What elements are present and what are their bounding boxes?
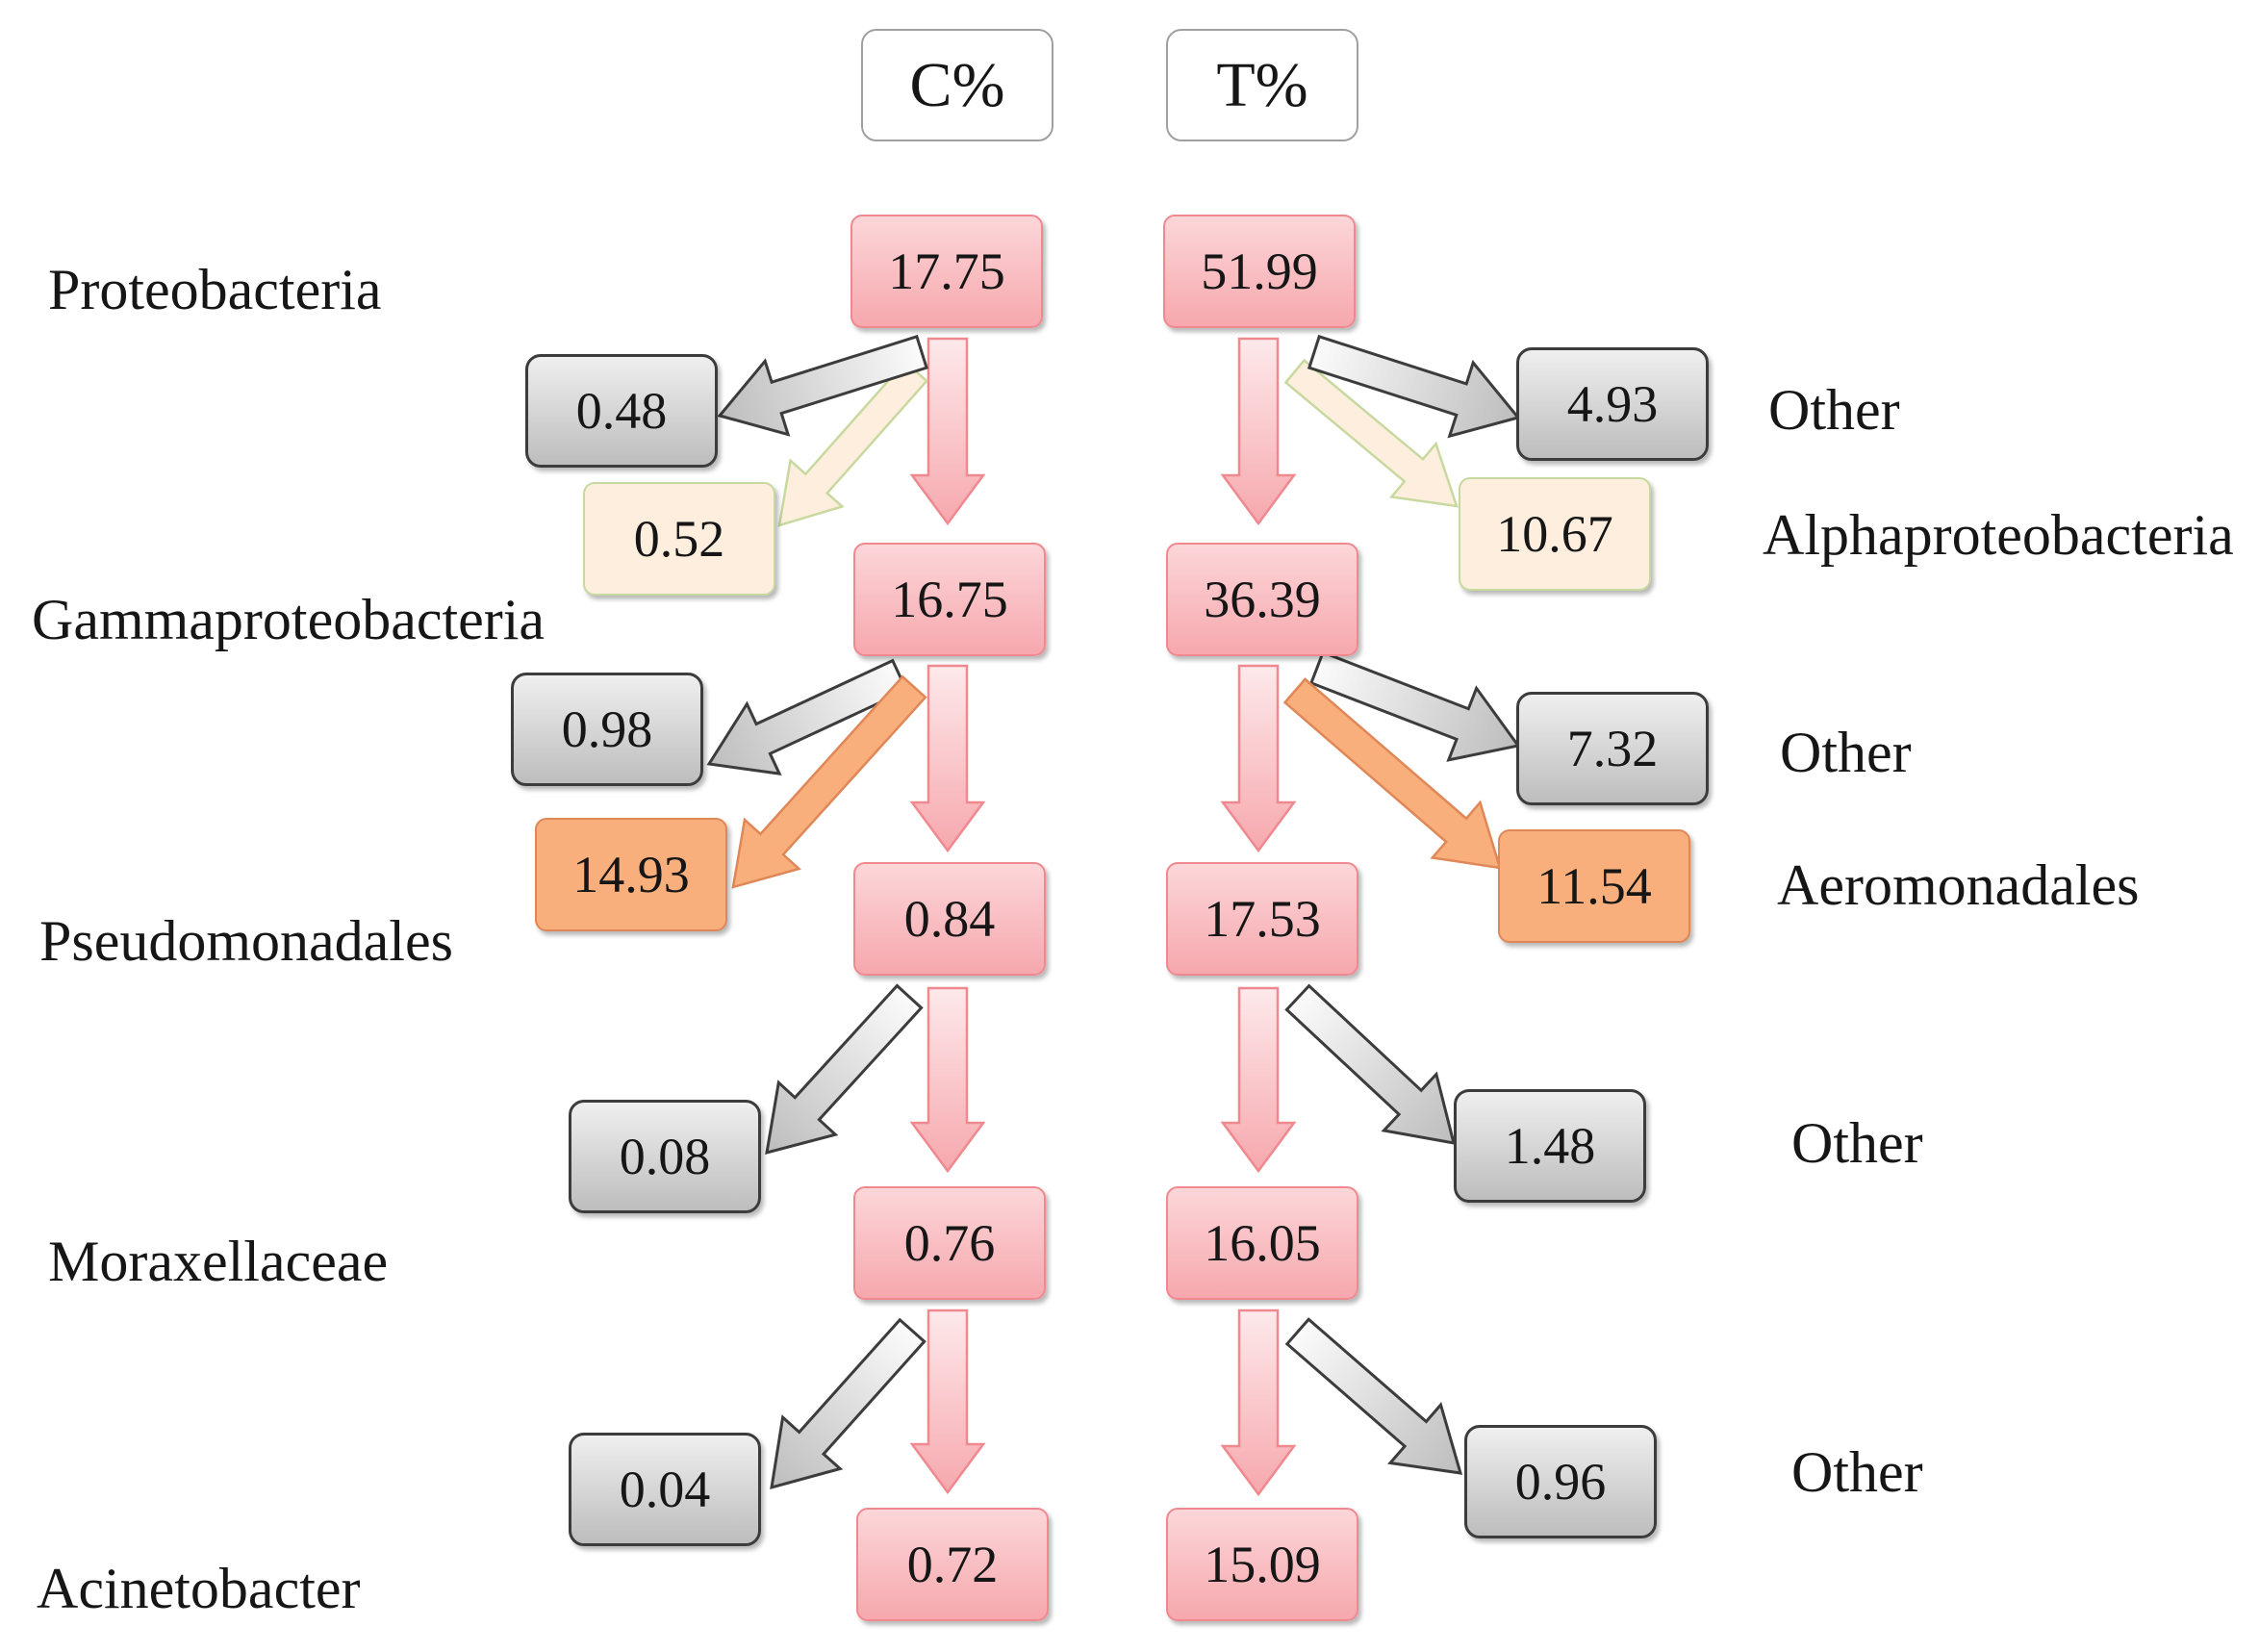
arrow-treatment-to-alphaproteobacteria <box>1283 358 1459 508</box>
taxon-label-proteobacteria: Proteobacteria <box>48 258 382 321</box>
arrow-control-proteobacteria-to-gammaproteobacteria <box>909 337 986 526</box>
treatment-acinetobacter-value: 15.09 <box>1166 1508 1358 1621</box>
arrow-treatment-moraxellaceae-to-acinetobacter <box>1220 1309 1297 1497</box>
control-proteobacteria-value: 17.75 <box>850 215 1043 328</box>
control-gammaproteobacteria-value: 16.75 <box>853 543 1046 656</box>
treatment-other-1-value: 4.93 <box>1516 347 1709 461</box>
treatment-other-4-value: 0.96 <box>1464 1425 1657 1538</box>
arrow-control-to-alphaproteobacteria <box>777 360 928 527</box>
taxon-label-moraxellaceae: Moraxellaceae <box>48 1230 389 1293</box>
control-other-4-value: 0.04 <box>569 1433 761 1546</box>
branch-label-alphaproteobacteria: Alphaproteobacteria <box>1763 503 2234 567</box>
branch-label-other-4: Other <box>1791 1440 1923 1504</box>
control-other-1-value: 0.48 <box>525 354 718 468</box>
arrow-treatment-pseudomonadales-to-moraxellaceae <box>1220 986 1297 1174</box>
arrow-treatment-to-other-1 <box>1307 334 1521 439</box>
treatment-aeromonadales-value: 11.54 <box>1498 829 1690 943</box>
arrow-treatment-to-other-3 <box>1284 983 1457 1145</box>
control-moraxellaceae-value: 0.76 <box>853 1186 1046 1300</box>
arrow-control-to-aeromonadales <box>731 674 927 889</box>
arrow-control-to-other-1 <box>717 334 928 437</box>
taxon-label-gammaproteobacteria: Gammaproteobacteria <box>32 588 546 651</box>
arrow-control-to-other-3 <box>765 983 924 1156</box>
treatment-moraxellaceae-value: 16.05 <box>1166 1186 1358 1300</box>
treatment-gammaproteobacteria-value: 36.39 <box>1166 543 1358 656</box>
taxon-label-pseudomonadales: Pseudomonadales <box>39 909 453 973</box>
treatment-alphaproteobacteria-value: 10.67 <box>1459 477 1651 591</box>
control-aeromonadales-value: 14.93 <box>535 818 727 931</box>
control-column-header: C% <box>861 29 1053 141</box>
treatment-proteobacteria-value: 51.99 <box>1163 215 1356 328</box>
arrow-control-pseudomonadales-to-moraxellaceae <box>909 986 986 1174</box>
control-alphaproteobacteria-value: 0.52 <box>583 482 775 596</box>
arrow-treatment-proteobacteria-to-gammaproteobacteria <box>1220 337 1297 526</box>
branch-label-other-2: Other <box>1780 721 1912 784</box>
branch-label-aeromonadales: Aeromonadales <box>1777 853 2140 917</box>
control-other-2-value: 0.98 <box>511 673 703 786</box>
arrow-treatment-to-other-4 <box>1284 1317 1463 1475</box>
arrow-treatment-gammaproteobacteria-to-pseudomonadales <box>1220 664 1297 853</box>
control-pseudomonadales-value: 0.84 <box>853 862 1046 976</box>
arrow-treatment-to-other-2 <box>1308 650 1521 762</box>
branch-label-other-3: Other <box>1791 1111 1923 1175</box>
treatment-other-3-value: 1.48 <box>1454 1089 1646 1203</box>
treatment-pseudomonadales-value: 17.53 <box>1166 862 1358 976</box>
control-acinetobacter-value: 0.72 <box>856 1508 1049 1621</box>
arrow-control-moraxellaceae-to-acinetobacter <box>909 1309 986 1495</box>
taxon-label-acinetobacter: Acinetobacter <box>37 1557 361 1620</box>
arrow-treatment-to-aeromonadales <box>1282 677 1502 870</box>
treatment-column-header: T% <box>1166 29 1358 141</box>
control-other-3-value: 0.08 <box>569 1100 761 1213</box>
treatment-other-2-value: 7.32 <box>1516 692 1709 805</box>
arrow-control-gammaproteobacteria-to-pseudomonadales <box>909 664 986 853</box>
arrow-control-to-other-4 <box>770 1317 926 1490</box>
branch-label-other-1: Other <box>1768 378 1900 442</box>
